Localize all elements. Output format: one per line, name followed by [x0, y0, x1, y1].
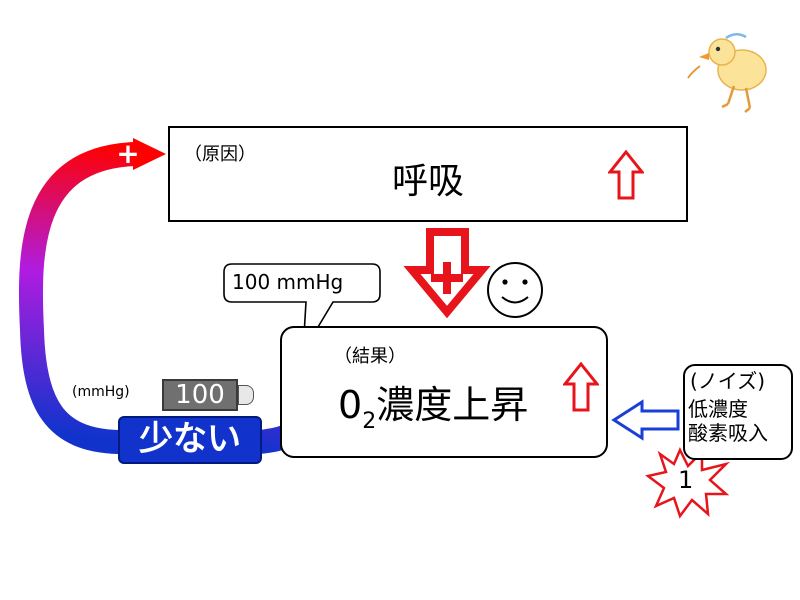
up-arrow-icon — [608, 150, 644, 200]
result-box — [280, 326, 608, 458]
chick-illustration — [687, 33, 767, 113]
feedback-loop-arrow — [18, 142, 317, 454]
result-text: 濃度上昇 — [376, 383, 529, 427]
noise-input-arrow — [611, 399, 680, 441]
noise-line1: 低濃度 — [688, 397, 748, 421]
result-label: 02濃度上昇 — [338, 374, 528, 434]
result-tag: （結果） — [334, 346, 406, 367]
feedback-loop-arrowhead — [133, 138, 166, 170]
o2-sub: 2 — [362, 409, 377, 434]
smiley-face-icon — [487, 262, 543, 318]
burst-label: 1 — [678, 466, 694, 494]
noise-line2: 酸素吸入 — [688, 421, 768, 445]
cause-box — [168, 126, 688, 222]
noise-box — [683, 364, 793, 460]
cause-to-result-arrow — [403, 228, 491, 319]
cause-tag: （原因） — [184, 144, 256, 165]
up-arrow-icon — [563, 362, 599, 412]
gauge-display: 100 — [162, 379, 238, 411]
explosion-burst-icon — [645, 447, 731, 519]
loop-plus-sign: + — [116, 137, 140, 170]
o2-main: 0 — [338, 383, 363, 427]
sensor-low-label: 少ない — [118, 416, 262, 464]
cause-label: 呼吸 — [392, 161, 465, 202]
callout-text: 100 mmHg — [232, 270, 344, 294]
gauge-unit: (mmHg) — [72, 384, 130, 400]
noise-tag: (ノイズ) — [690, 369, 766, 393]
gauge-knob — [238, 385, 254, 405]
